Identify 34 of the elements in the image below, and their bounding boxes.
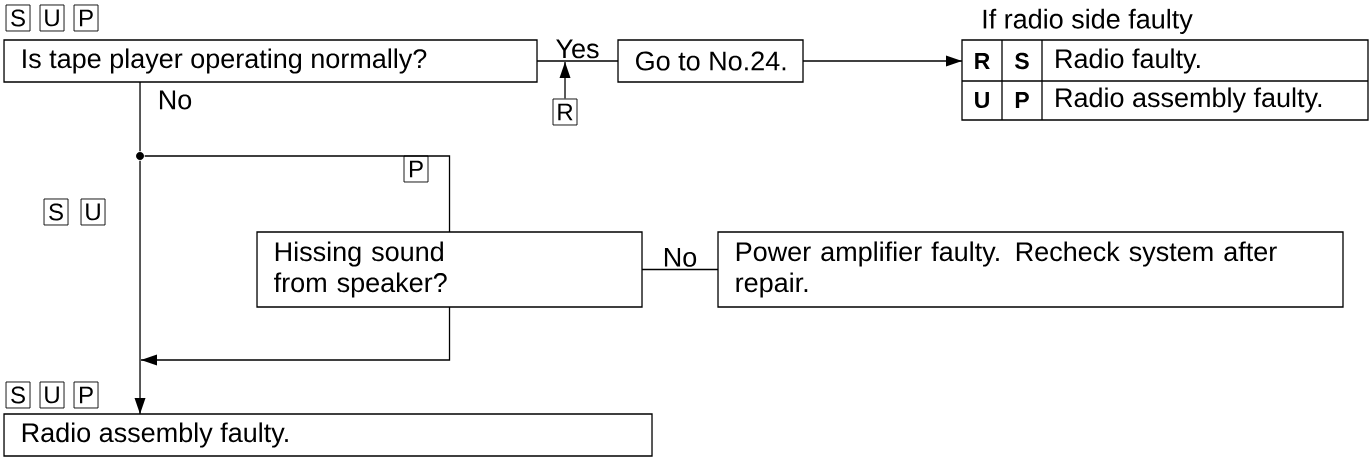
node-label: U [975, 91, 989, 109]
node-label: R [975, 53, 990, 69]
table-heading: If radio side faulty [983, 8, 1193, 34]
letter-box: U [39, 4, 65, 32]
connector [802, 55, 963, 67]
letter-box: P [73, 4, 99, 32]
node-label: S [1014, 52, 1029, 70]
letter-box: U [39, 381, 65, 409]
connector [139, 81, 141, 152]
letter-box: P [403, 155, 429, 183]
letter-box: U [80, 198, 106, 226]
connector [559, 61, 571, 100]
edge-label: No [156, 89, 194, 111]
result-box: Power amplifier faulty. Recheck system after repair. [717, 231, 1344, 308]
node-label: P [1015, 92, 1029, 108]
connector [641, 268, 719, 271]
result-box: Go to No.24. [617, 39, 804, 83]
letter-box: S [43, 198, 69, 226]
result-table: R S Radio faulty. U P Radio assembly faulty. [961, 39, 1369, 121]
decision-box: Hissing sound from speaker? [256, 231, 643, 308]
connector [140, 306, 451, 366]
letter-box: R [552, 98, 578, 126]
connector [536, 60, 619, 62]
letter-box: S [5, 4, 31, 32]
node-label: Radio assembly faulty. [1056, 87, 1322, 113]
edge-label: Yes [554, 38, 601, 60]
connector [144, 155, 451, 233]
letter-box: S [5, 381, 31, 409]
node-label: Radio faulty. [1056, 48, 1200, 74]
decision-box: Is tape player operating normally? [3, 39, 538, 83]
edge-label: No [661, 247, 699, 268]
connector [134, 160, 146, 415]
letter-box: P [73, 381, 99, 409]
result-box: Radio assembly faulty. [3, 413, 653, 457]
